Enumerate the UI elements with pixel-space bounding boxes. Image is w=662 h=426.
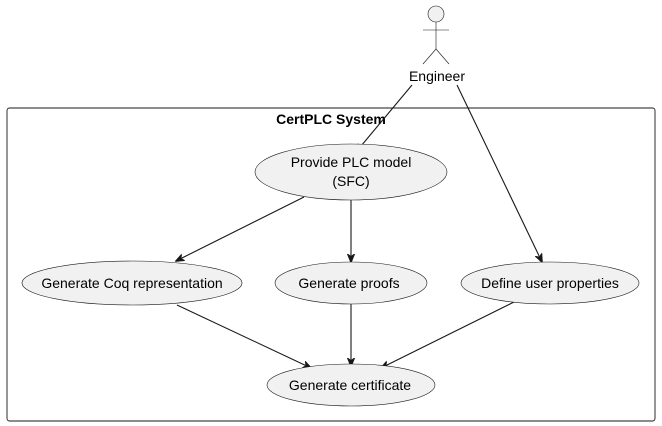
use-case-generate-proofs-label: Generate proofs: [298, 275, 399, 291]
edge-actor-to-provide-model: [356, 84, 413, 152]
use-case-provide-model-line1: Provide PLC model: [291, 154, 412, 170]
use-case-provide-model[interactable]: Provide PLC model (SFC): [254, 143, 448, 201]
edge-provide-model-to-generate-coq: [176, 196, 305, 261]
use-case-generate-proofs[interactable]: Generate proofs: [274, 261, 428, 305]
edge-generate-coq-to-certificate: [176, 304, 311, 368]
use-case-define-properties-shape[interactable]: [460, 261, 640, 305]
use-case-generate-coq-shape[interactable]: [21, 260, 243, 306]
use-case-generate-certificate-shape[interactable]: [266, 363, 436, 407]
system-title: CertPLC System: [276, 111, 386, 127]
use-case-define-properties[interactable]: Define user properties: [460, 261, 640, 305]
actor-label: Engineer: [409, 68, 465, 84]
use-case-generate-coq-label: Generate Coq representation: [41, 275, 222, 291]
edge-actor-to-define-properties: [456, 84, 542, 262]
actor-engineer: Engineer: [409, 5, 465, 84]
use-case-generate-certificate-label: Generate certificate: [289, 377, 411, 393]
actor-leg-right: [435, 48, 450, 65]
use-case-provide-model-shape[interactable]: [254, 143, 448, 201]
actor-leg-left: [422, 48, 437, 65]
use-case-generate-coq[interactable]: Generate Coq representation: [21, 260, 243, 306]
use-case-define-properties-label: Define user properties: [481, 275, 619, 291]
edge-define-properties-to-certificate: [381, 300, 517, 368]
edges: [176, 84, 542, 368]
use-case-generate-certificate[interactable]: Generate certificate: [266, 363, 436, 407]
use-case-generate-proofs-shape[interactable]: [274, 261, 428, 305]
actor-head: [427, 5, 445, 23]
use-case-provide-model-line2: (SFC): [332, 173, 369, 189]
